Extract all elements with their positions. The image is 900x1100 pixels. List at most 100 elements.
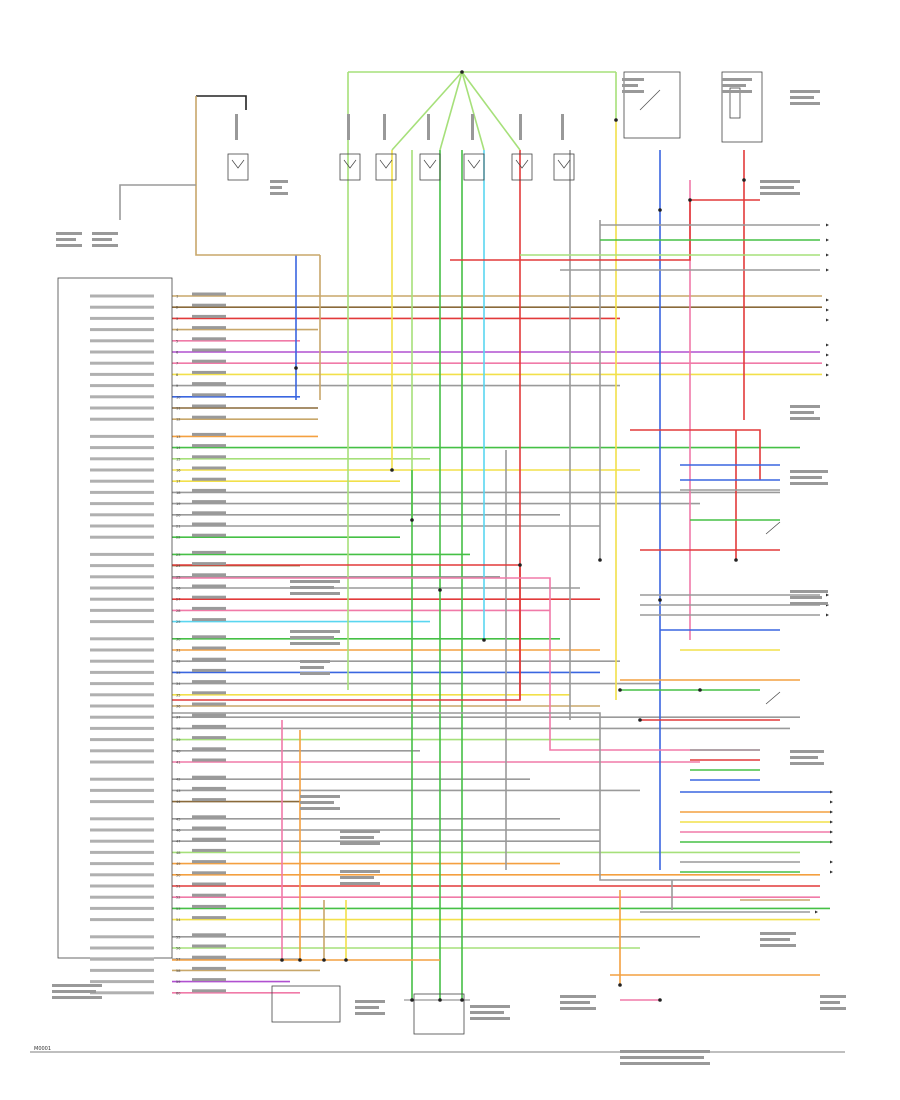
wire-color-label [192,477,226,481]
component-label [790,417,820,420]
ecm-pin-row: 36 [90,702,226,709]
wire-color-label [192,798,226,802]
ecm-pin-number: 4 [176,328,179,332]
ecm-pin-label [90,564,154,568]
ecm-pin-label [90,968,154,972]
component-label [722,78,752,81]
sensor-switch [765,691,781,705]
wire-end-arrow [830,840,833,844]
component-label [300,807,340,810]
ecm-pin-label [90,946,154,950]
component-label [92,244,118,247]
splice-dot [390,468,394,472]
ecm-pin-label [90,586,154,590]
component-layer [30,70,845,1053]
relay [463,114,485,181]
ecm-pin-row: 44 [90,798,226,804]
ecm-pin-number: 49 [176,862,180,866]
ecm-pin-number: 21 [176,525,180,529]
ecm-pin-label [90,513,154,517]
component-label [56,244,82,247]
relay [227,114,249,181]
component-label [300,672,330,675]
ecm-pin-label [90,552,154,556]
wire-color-label [192,904,226,908]
ecm-pin-number: 10 [176,395,180,399]
wire-end-arrow [830,790,833,794]
ecm-pin-row: 60 [90,989,226,995]
relay-coil [343,159,357,169]
wire-color-label [192,758,226,762]
splice-dot [688,198,692,202]
component-label [760,932,796,935]
wire-color-label [192,606,226,610]
ecm-pin-row: 48 [90,848,226,855]
splice-dot [298,958,302,962]
ecm-pin-row: 22 [90,533,226,540]
wire-color-label [192,595,226,599]
component-label [722,90,752,93]
power-bus-wire [461,71,521,151]
relay [339,114,361,181]
ecm-pin-row: 21 [90,522,226,529]
wire-color-label [192,488,226,492]
ecm-pin-row: 29 [90,618,226,624]
ecm-pin-row: 51 [90,882,226,889]
relay-wire-label [235,114,238,140]
ecm-pin-number: 50 [176,873,180,877]
component-label [470,1005,510,1008]
ecm-pin-row: 19 [90,500,226,506]
fuse-block [721,71,763,143]
wire-color-label [192,955,226,959]
component-label [790,102,820,105]
ecm-pin-row: 9 [90,382,226,388]
component-label [760,180,800,183]
splice-dot [410,998,414,1002]
relay-feed-wire [195,96,320,256]
ecm-pin-label [90,906,154,910]
ecm-pin-row: 33 [90,668,226,675]
ecm-pin-row: 6 [90,348,226,355]
ecm-pin-label [90,850,154,854]
wire-color-label [192,871,226,875]
relay-coil [231,159,245,169]
component-label [290,586,334,589]
component-label [790,762,824,765]
ecm-pin-label [90,935,154,939]
ecm-pin-number: 35 [176,693,180,697]
ecm-pin-row: 24 [90,562,226,568]
ecm-pin-label [90,991,154,995]
ecm-pin-label [90,417,154,421]
splice-dot [410,518,414,522]
splice-dot [460,70,464,74]
component-label [820,995,846,998]
relay [511,114,533,181]
wire-end-arrow [826,373,829,377]
diagram-code: M0001 [34,1046,51,1052]
splice-dot [618,688,622,692]
ecm-pin-number: 38 [176,727,180,731]
splice-dot [734,558,738,562]
wire-end-arrow [826,238,829,242]
ecm-pin-number: 16 [176,469,180,473]
ecm-pin-number: 39 [176,738,180,742]
relay [419,114,441,181]
ecm-pin-label [90,502,154,506]
splice-dot [742,178,746,182]
ecm-pin-label [90,918,154,922]
component-label [52,984,102,987]
wire-color-label [192,584,226,588]
ecm-pin-number: 56 [176,947,180,951]
relay [553,114,575,181]
component-label [760,938,790,941]
wire-end-arrow [830,820,833,824]
relay-body [227,153,249,181]
ecm-pin-number: 44 [176,800,181,804]
wire-color-label [192,618,226,622]
ecm-pin-number: 3 [176,317,178,321]
wire-color-label [192,848,226,852]
component-label [270,180,288,183]
splice-dot [322,958,326,962]
ecm-pin-row: 58 [90,966,226,973]
relay-body [553,153,575,181]
